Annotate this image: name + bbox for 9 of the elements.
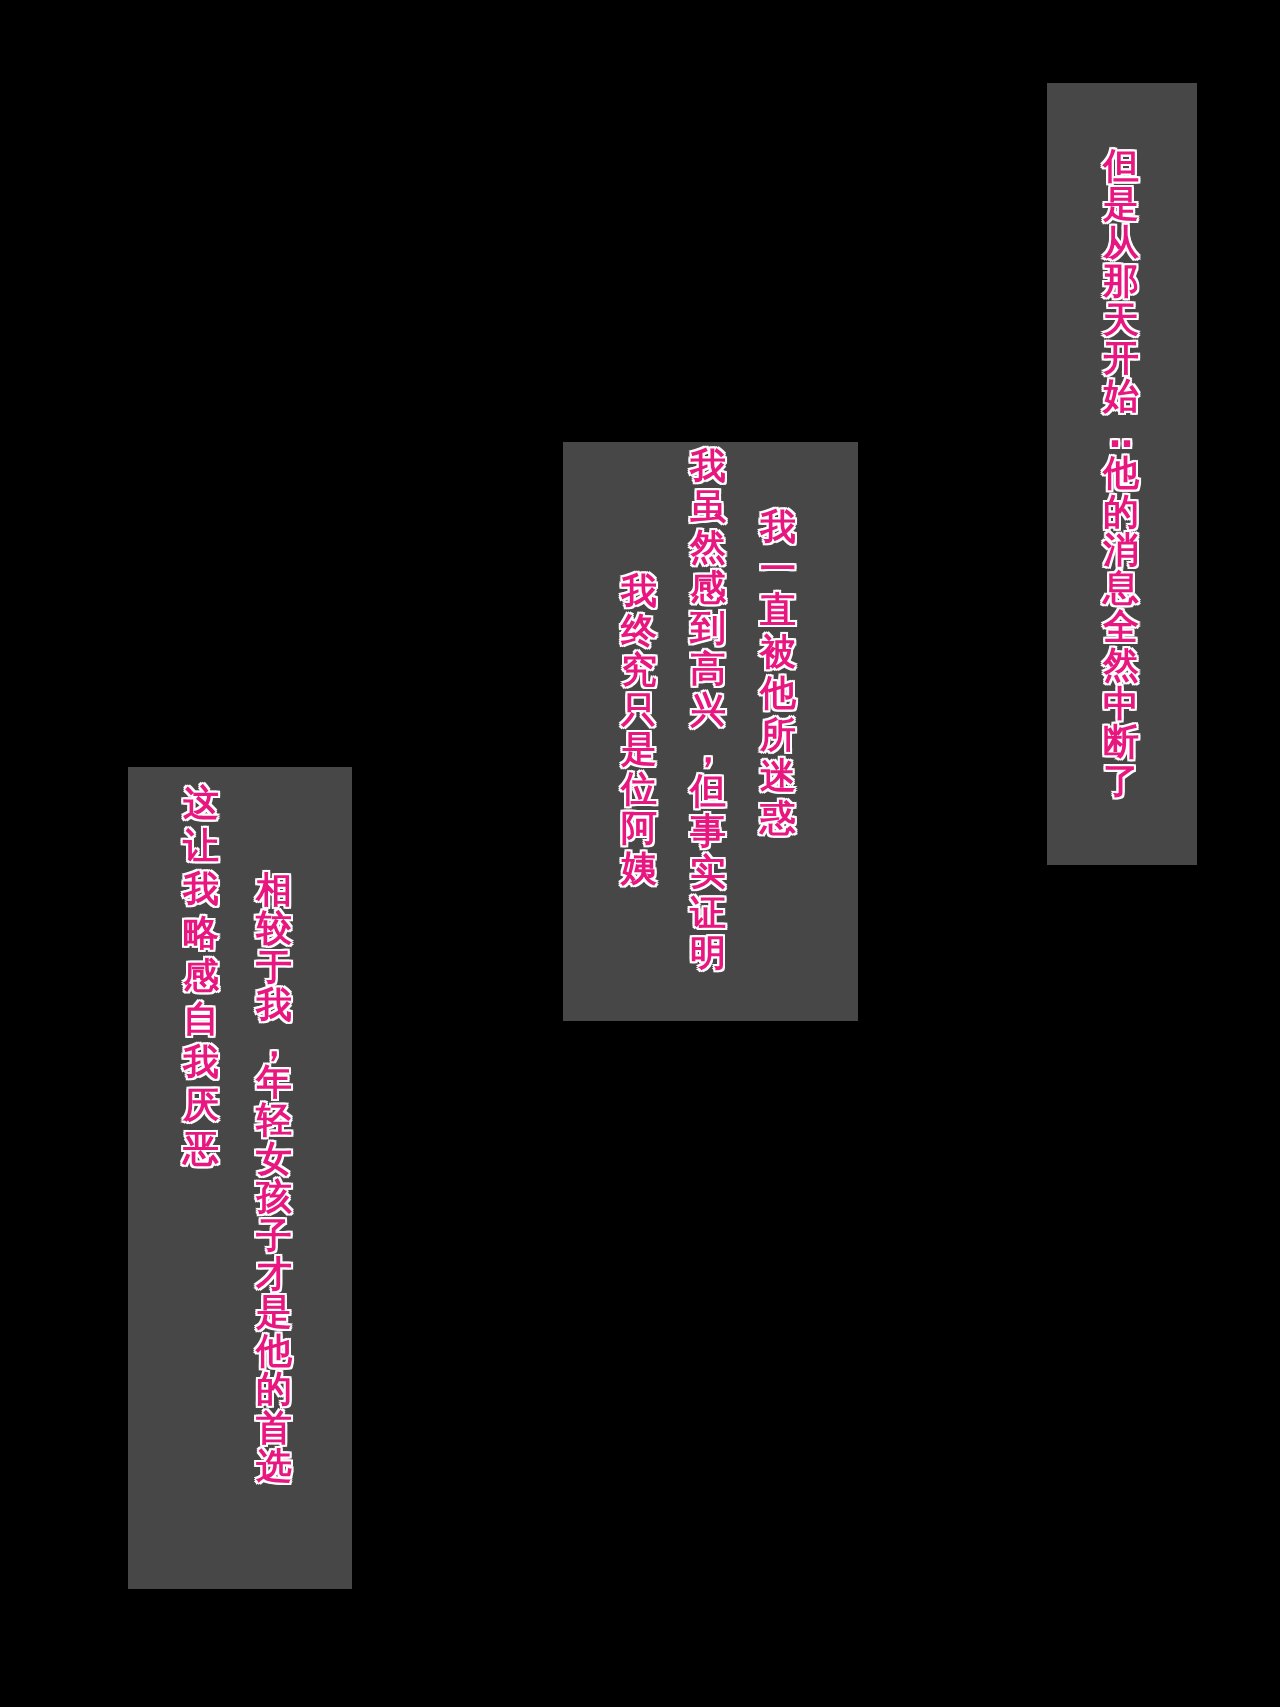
caption-panel xyxy=(563,442,858,1021)
vertical-caption-text: 我终究只是位阿姨 xyxy=(619,571,658,887)
vertical-caption-text: 我一直被他所迷惑 xyxy=(758,506,797,838)
vertical-caption-text: 我虽然感到高兴，但事实证明 xyxy=(688,446,727,974)
caption-panel xyxy=(1047,83,1197,865)
vertical-caption-text: 但是从那天开始‥他的消息全然中断了 xyxy=(1101,147,1140,800)
vertical-caption-text: 相较于我，年轻女孩子才是他的首选 xyxy=(254,871,293,1486)
vertical-caption-text: 这让我略感自我厌恶 xyxy=(181,781,220,1170)
caption-panel xyxy=(128,767,352,1589)
